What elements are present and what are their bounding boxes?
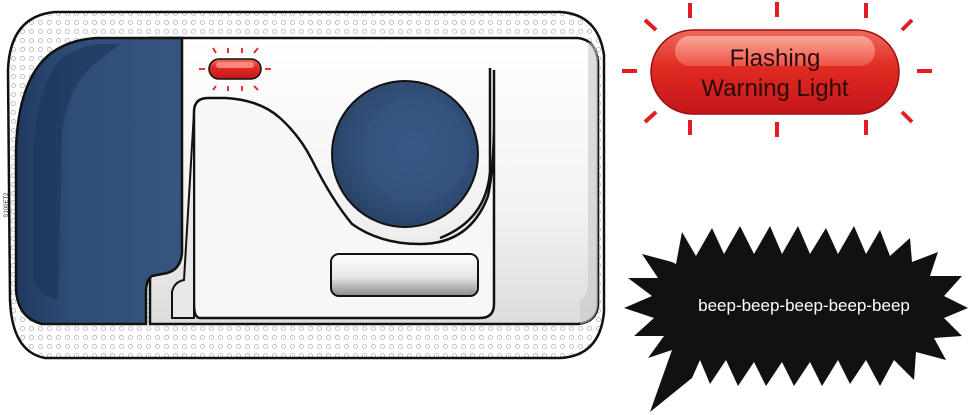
warning-light-callout: Flashing Warning Light (622, 2, 932, 137)
device: S100ET2 (4, 12, 604, 358)
beep-sound-text: beep-beep-beep-beep-beep (698, 296, 910, 315)
device-round-button-inner (362, 96, 470, 204)
warning-light-label-line1: Flashing (730, 45, 821, 72)
device-side-code: S100ET2 (4, 192, 10, 218)
device-lower-slot (331, 254, 478, 296)
device-led-highlight (216, 62, 254, 68)
beep-sound-callout: beep-beep-beep-beep-beep (624, 226, 968, 412)
beep-burst-shape (624, 226, 968, 412)
warning-light-label-line2: Warning Light (701, 75, 849, 102)
